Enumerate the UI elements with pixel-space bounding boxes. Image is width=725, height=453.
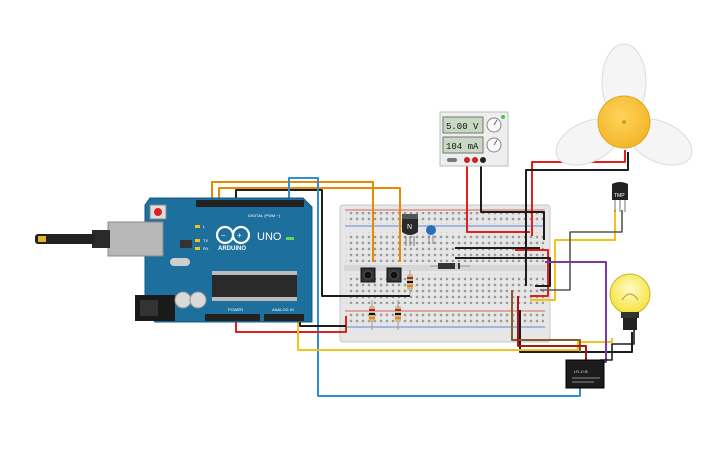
analog-header-label: ANALOG IN (272, 307, 294, 312)
light-bulb-icon[interactable] (609, 273, 651, 330)
rx-label: RX (203, 246, 209, 251)
voltage-knob-icon[interactable] (486, 117, 502, 133)
wire-black-4 (299, 322, 346, 327)
wire-blue (288, 177, 581, 397)
power-supply[interactable]: 5.00 V 104 mA (439, 111, 509, 167)
dc-barrel-jack-icon (135, 295, 175, 321)
wire-black-bulb (519, 310, 633, 353)
transistor-label: N (407, 224, 412, 231)
arduino-logo-text: ARDUINO (218, 246, 246, 252)
nmos-transistor[interactable]: N (402, 214, 418, 246)
wire-gray (540, 210, 623, 291)
current-display (442, 136, 484, 154)
current-readout: 104 mA (446, 142, 479, 152)
pushbutton-1[interactable] (360, 267, 376, 283)
current-knob-icon[interactable] (486, 137, 502, 153)
fan-icon[interactable] (549, 43, 700, 174)
usb-connector-icon (35, 221, 164, 257)
wire-black-3 (455, 257, 551, 287)
power-header (205, 314, 260, 321)
relay-label: LR-1+B (574, 369, 588, 374)
wire-red-2 (515, 249, 549, 297)
relay[interactable]: LR-1+B (565, 359, 605, 389)
voltage-readout: 5.00 V (446, 122, 479, 132)
digital-header (196, 200, 304, 207)
temp-sensor-label: TMP (614, 193, 625, 199)
wire-relay-black (600, 330, 635, 361)
wire-orange-2 (218, 187, 401, 262)
resistor-2[interactable] (395, 300, 401, 330)
analog-header (264, 314, 304, 321)
wires (211, 150, 635, 397)
atmega-chip (212, 275, 297, 297)
wire-yellow-tmp (530, 210, 616, 301)
resistor-3[interactable] (407, 270, 413, 295)
wire-black-gnd (235, 189, 410, 297)
wire-red-psu (466, 163, 530, 233)
temperature-sensor[interactable]: TMP (612, 182, 628, 212)
svg-text:+: + (237, 231, 242, 240)
resistor-1[interactable] (369, 300, 375, 330)
led-l-label: L (203, 224, 206, 229)
diode[interactable] (430, 263, 470, 269)
wire-darkred (517, 296, 587, 360)
ceramic-capacitor[interactable] (426, 225, 436, 244)
arduino-uno-board[interactable]: − + ARDUINO UNO DIGITAL (PWM ~) POWER AN… (35, 197, 313, 323)
wire-red-arduino (235, 316, 347, 333)
svg-text:−: − (221, 231, 226, 240)
tx-label: TX (203, 238, 208, 243)
power-header-label: POWER (228, 307, 243, 312)
pushbutton-2[interactable] (386, 267, 402, 283)
voltage-display (442, 116, 484, 134)
wire-black-psu (480, 163, 545, 240)
wire-orange-1 (211, 181, 374, 262)
arduino-logo: − + (215, 225, 251, 245)
arduino-model-text: UNO (257, 231, 282, 243)
digital-header-label: DIGITAL (PWM ~) (248, 213, 281, 218)
wire-black-fan (525, 152, 629, 286)
